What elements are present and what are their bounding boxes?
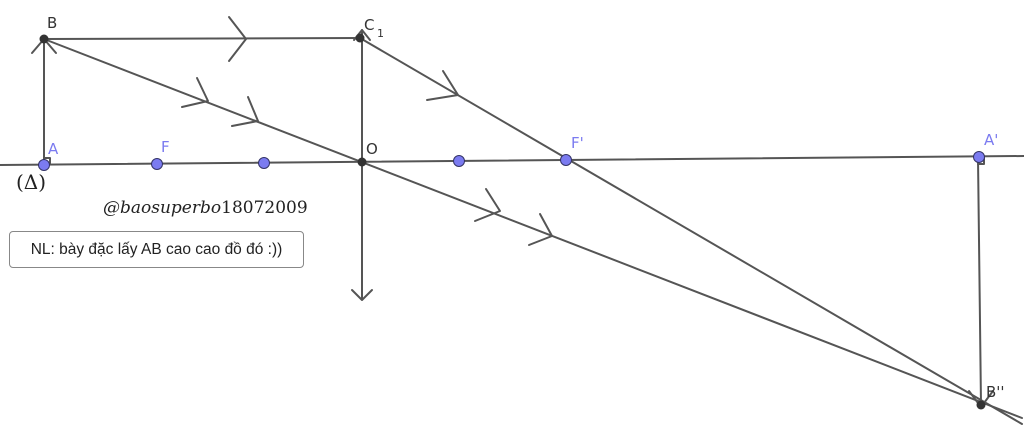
label-Bprime: B''	[986, 383, 1005, 401]
principal-axis	[0, 155, 1024, 166]
note-box: NL: bày đặc lấy AB cao cao đồ đó :))	[9, 231, 304, 268]
ray-C-through-Fprime	[359, 37, 1023, 425]
credit-handle: @baosuperbo	[103, 198, 221, 218]
ray-B-through-O	[43, 38, 1023, 419]
point-2F	[258, 157, 270, 169]
label-A: A	[48, 140, 59, 158]
ray-B-to-C	[43, 37, 361, 40]
label-F: F	[161, 138, 170, 156]
point-F	[151, 158, 163, 170]
point-O	[357, 157, 367, 167]
tick-mark	[43, 157, 51, 165]
ray-arrow	[426, 70, 459, 101]
label-O: O	[366, 140, 378, 158]
point-Bprime	[976, 400, 986, 410]
ray-arrow	[474, 188, 501, 222]
point-C1	[355, 33, 365, 43]
point-Aprime	[973, 151, 985, 163]
credit-number: 18072009	[221, 198, 308, 218]
point-Fprime-2	[453, 155, 465, 167]
ray-arrow	[228, 16, 247, 62]
ray-arrow	[181, 77, 209, 108]
point-B	[39, 34, 49, 44]
lens-bottom-arrowhead	[351, 289, 373, 301]
label-Aprime: A'	[984, 131, 998, 149]
label-axis: (Δ)	[16, 170, 46, 194]
ray-arrow	[528, 213, 553, 246]
point-A	[38, 159, 50, 171]
credit-text: @baosuperbo18072009	[103, 198, 308, 218]
label-C-subscript: 1	[377, 27, 384, 40]
point-Fprime	[560, 154, 572, 166]
image-AprimeB	[977, 157, 982, 406]
label-Fprime: F'	[571, 134, 584, 152]
label-B: B	[47, 14, 57, 32]
label-C: C	[364, 16, 374, 34]
ray-arrow	[231, 96, 259, 127]
